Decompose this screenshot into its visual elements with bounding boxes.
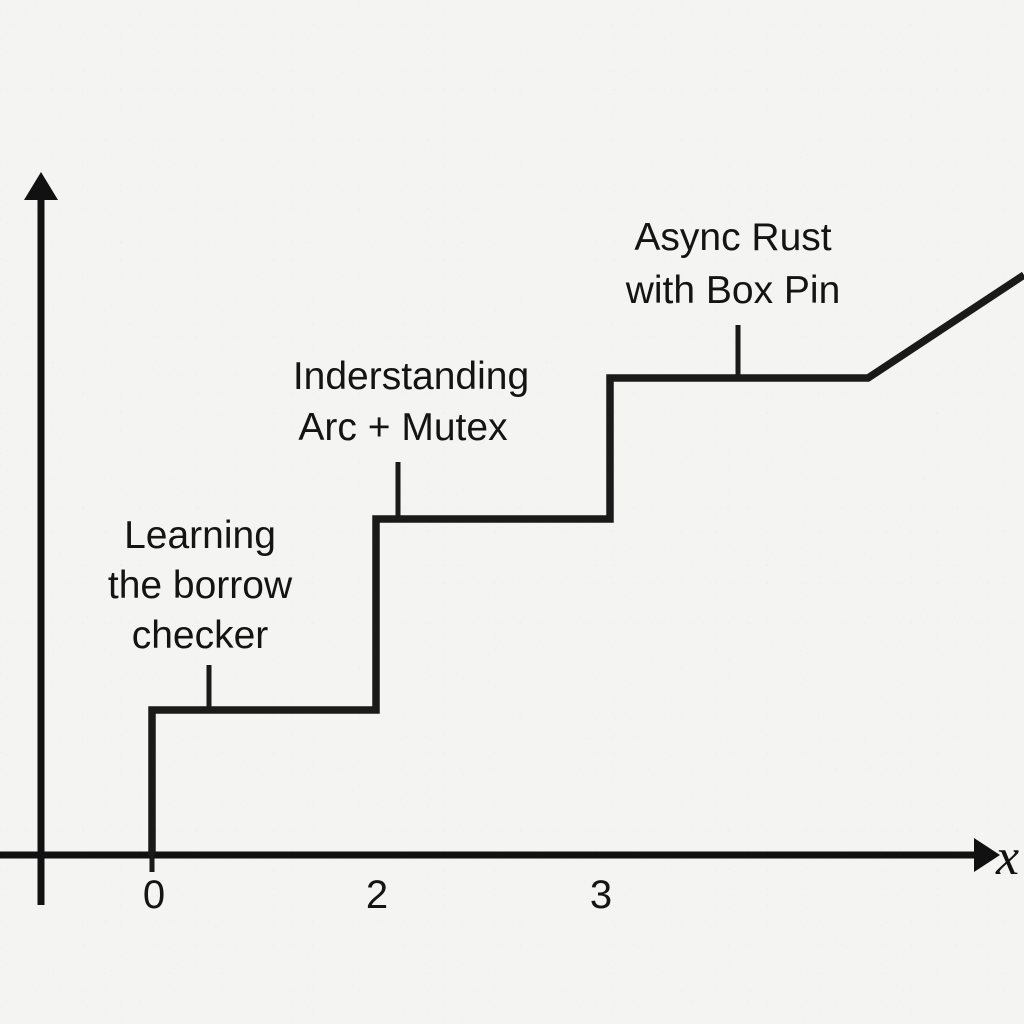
annotation-1-line-2: the borrow — [108, 564, 293, 607]
annotation-1-line-1: Learning — [124, 514, 276, 557]
x-tick-label-0: 0 — [143, 873, 165, 917]
annotation-3-line-2: with Box Pin — [625, 269, 841, 312]
x-axis-label: x — [995, 829, 1019, 886]
x-tick-label-3: 3 — [590, 873, 612, 917]
y-axis-arrow-up-icon — [24, 172, 58, 200]
annotation-arc-mutex: Inderstanding Arc + Mutex — [293, 355, 529, 449]
x-axis-arrow-icon — [974, 838, 1000, 872]
annotation-2-line-1: Inderstanding — [293, 355, 529, 398]
annotation-3-line-1: Async Rust — [634, 216, 831, 259]
x-tick-label-2: 2 — [366, 873, 388, 917]
annotation-learning-borrow-checker: Learning the borrow checker — [108, 514, 293, 657]
axis-group — [0, 172, 1000, 905]
annotation-2-line-2: Arc + Mutex — [298, 406, 508, 449]
step-function-line — [148, 271, 1024, 855]
annotation-1-line-3: checker — [132, 614, 269, 657]
annotation-async-rust-box-pin: Async Rust with Box Pin — [625, 216, 841, 312]
